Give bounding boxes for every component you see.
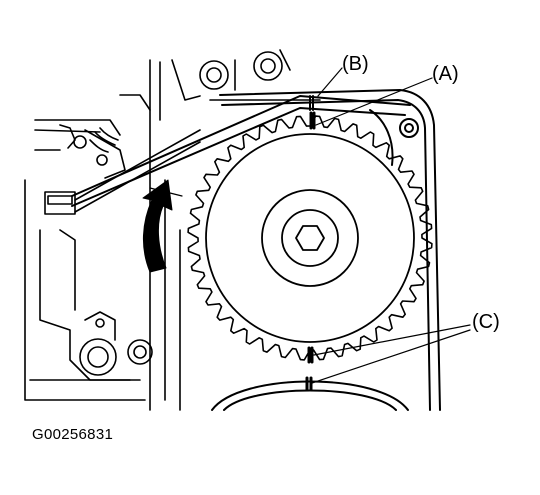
upper-bolt-bosses	[199, 51, 283, 90]
tensioner-assembly	[44, 124, 201, 215]
callout-leaders	[311, 67, 471, 384]
center-bolt-icon	[295, 225, 325, 251]
belt-pointer	[149, 187, 183, 197]
sprocket-teeth	[187, 115, 433, 361]
callout-c-label: (C)	[472, 311, 500, 333]
rotation-arrow	[142, 179, 173, 273]
figure-id: G00256831	[32, 426, 114, 443]
timing-marks	[305, 95, 316, 392]
engine-block-outline	[24, 49, 321, 411]
callout-a-label: (A)	[432, 63, 459, 85]
timing-belt	[71, 95, 411, 207]
lower-bracket	[39, 229, 153, 381]
callout-b-label: (B)	[342, 53, 369, 75]
camshaft-sprocket	[187, 115, 433, 361]
